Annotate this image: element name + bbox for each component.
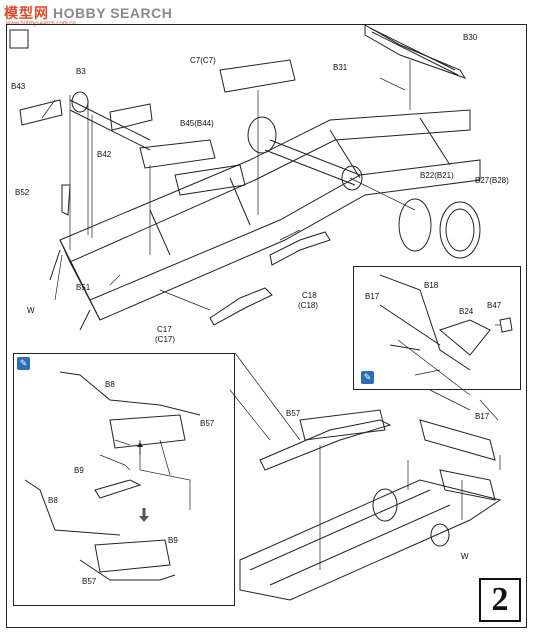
part-b45 — [139, 139, 216, 169]
frame-rail-right — [89, 159, 481, 321]
arrow-down-icon — [139, 508, 149, 522]
label-w-right: W — [461, 552, 469, 561]
lower-chassis — [239, 479, 502, 601]
label-b45: B45(B44) — [180, 119, 214, 128]
label-b52: B52 — [15, 188, 30, 197]
part-b22 — [398, 198, 432, 252]
label-b17-main: B17 — [475, 412, 490, 421]
leaf-spring-c17 — [209, 287, 273, 326]
label-b8-bottom: B8 — [48, 496, 58, 505]
frame-rail-left — [59, 109, 471, 263]
label-b57-bottom: B57 — [82, 577, 97, 586]
label-b57-inset: B57 — [200, 419, 215, 428]
label-c18: C18 — [302, 291, 317, 300]
label-c17: C17 — [157, 325, 172, 334]
label-b18: B18 — [424, 281, 439, 290]
label-b43: B43 — [11, 82, 26, 91]
diagram-frame — [6, 24, 527, 628]
watermark-chinese: 模型网 — [4, 5, 49, 21]
pen-icon: ✎ — [17, 357, 30, 370]
label-b17-inset: B17 — [365, 292, 380, 301]
label-b30: B30 — [463, 33, 478, 42]
part-b57-main — [299, 409, 386, 441]
part-b42 — [109, 103, 153, 131]
label-b8-top: B8 — [105, 380, 115, 389]
part-b27 — [439, 201, 481, 259]
sheet-tab — [9, 29, 29, 49]
part-b52 — [61, 184, 71, 216]
part-b57-inset — [109, 414, 186, 449]
label-b24: B24 — [459, 307, 474, 316]
assembled-b57-b9 — [94, 539, 171, 573]
label-b27: B27(B28) — [475, 176, 509, 185]
label-b9-bottom: B9 — [168, 536, 178, 545]
rod-b8-bottom — [24, 479, 121, 536]
part-c7 — [219, 59, 296, 93]
leaf-spring-b30 — [364, 24, 467, 79]
label-b42: B42 — [97, 150, 112, 159]
label-b51: B51 — [76, 283, 91, 292]
label-b3: B3 — [76, 67, 86, 76]
part-b9-mid — [94, 479, 142, 499]
rod-b8-top — [59, 371, 201, 416]
step-number: 2 — [479, 578, 521, 622]
inset-panel-right — [353, 266, 521, 390]
label-c7: C7(C7) — [190, 56, 216, 65]
rod-b18 — [379, 274, 471, 371]
label-b57-main: B57 — [286, 409, 301, 418]
watermark-latin: HOBBY SEARCH — [53, 5, 173, 21]
part-b47 — [499, 317, 513, 333]
label-b47: B47 — [487, 301, 502, 310]
part-b17-main — [419, 419, 496, 461]
part-b24 — [438, 319, 491, 356]
pen-icon: ✎ — [361, 371, 374, 384]
label-w-left: W — [27, 306, 35, 315]
label-c17-paren: (C17) — [155, 335, 176, 344]
label-b9-mid: B9 — [74, 466, 84, 475]
label-b22: B22(B21) — [420, 171, 454, 180]
label-b31: B31 — [333, 63, 348, 72]
label-c18-paren: (C18) — [298, 301, 319, 310]
leaf-spring-c18 — [269, 231, 331, 266]
part-b43 — [19, 99, 63, 126]
inset-panel-left — [13, 353, 235, 606]
